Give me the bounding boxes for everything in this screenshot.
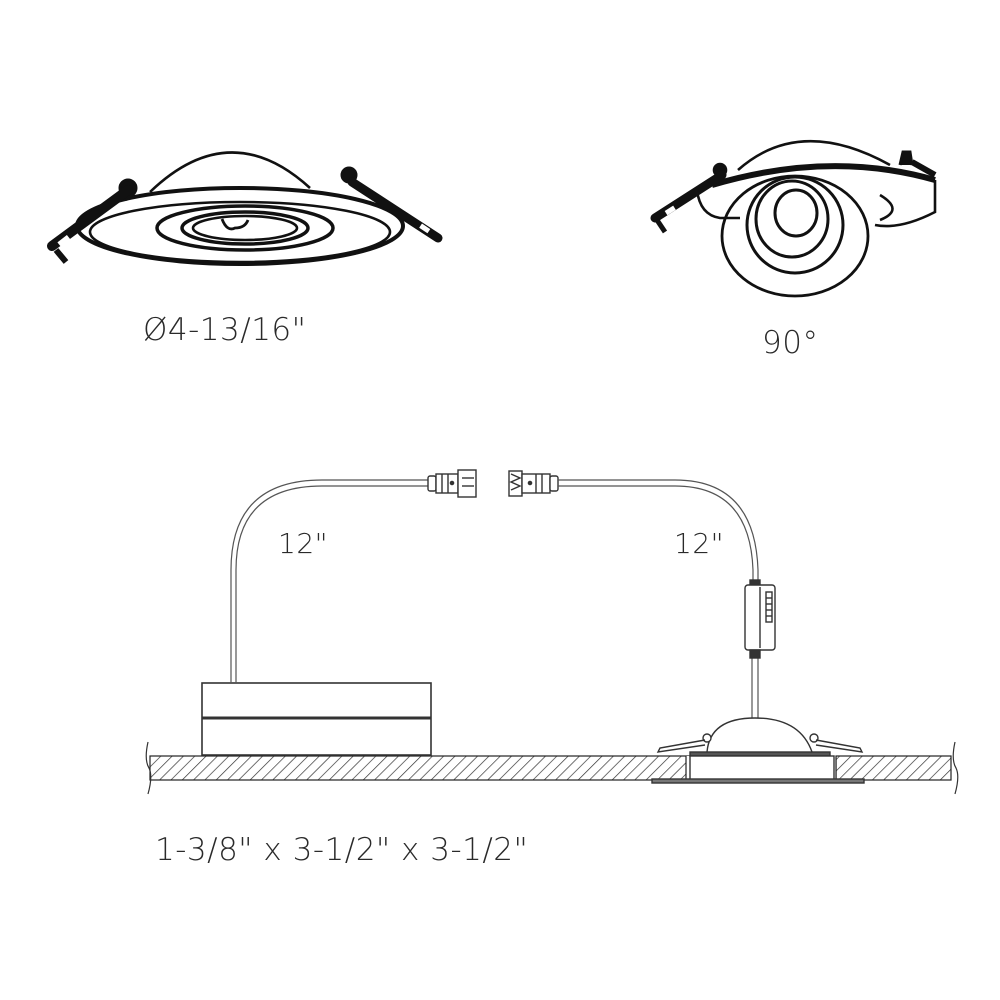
junction-box <box>201 682 432 756</box>
quick-connector-male-icon <box>427 469 477 498</box>
quick-connector-female-icon <box>508 470 559 497</box>
cable-right <box>558 479 759 718</box>
cable-right-length-label: 12" <box>674 527 725 560</box>
spring-clip-left-icon <box>47 178 138 264</box>
junction-box-dimensions-label: 1-3/8" x 3-1/2" x 3-1/2" <box>155 832 529 868</box>
spring-clip-left-icon <box>650 162 728 234</box>
spring-clip-right-icon <box>340 166 443 243</box>
fixture-tilted-view <box>650 139 937 298</box>
fixture-top-view <box>47 151 443 266</box>
diameter-label: Ø4-13/16" <box>143 312 307 348</box>
cable-left-length-label: 12" <box>278 527 329 560</box>
cable-left <box>230 479 428 683</box>
led-driver-icon <box>744 579 776 659</box>
spring-clip-right-icon <box>898 150 937 178</box>
recessed-fixture <box>651 717 865 784</box>
tilt-angle-label: 90° <box>762 325 819 361</box>
installation-side-view <box>145 469 959 795</box>
